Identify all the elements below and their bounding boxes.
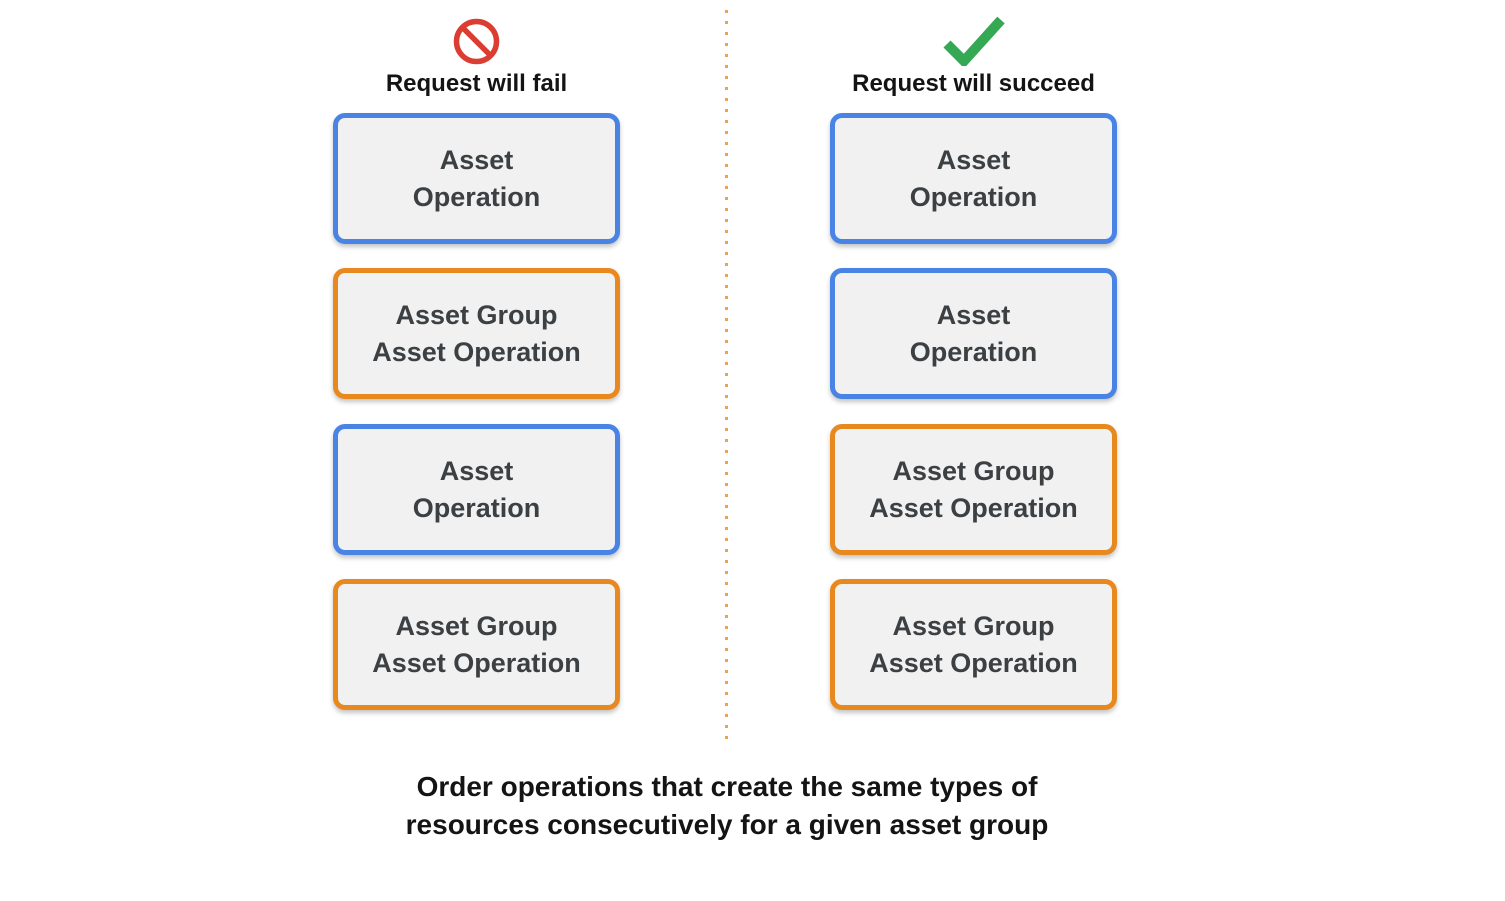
checkmark-icon [942,14,1006,68]
succeed-box-asset-group-operation-2: Asset Group Asset Operation [830,579,1117,710]
succeed-column-header: Request will succeed [830,14,1117,98]
fail-box-asset-group-operation-1: Asset Group Asset Operation [333,268,620,399]
diagram-caption: Order operations that create the same ty… [405,771,1049,840]
column-divider [725,10,728,742]
succeed-box-asset-group-operation-1: Asset Group Asset Operation [830,424,1117,555]
fail-box-asset-operation-1: Asset Operation [333,113,620,244]
succeed-box-asset-operation-2: Asset Operation [830,268,1117,399]
succeed-box-asset-operation-1: Asset Operation [830,113,1117,244]
prohibited-icon [453,14,500,68]
fail-column-title: Request will fail [385,70,568,97]
succeed-column-title: Request will succeed [852,70,1095,97]
fail-column-header: Request will fail [333,14,620,98]
fail-box-asset-operation-2: Asset Operation [333,424,620,555]
fail-box-asset-group-operation-2: Asset Group Asset Operation [333,579,620,710]
